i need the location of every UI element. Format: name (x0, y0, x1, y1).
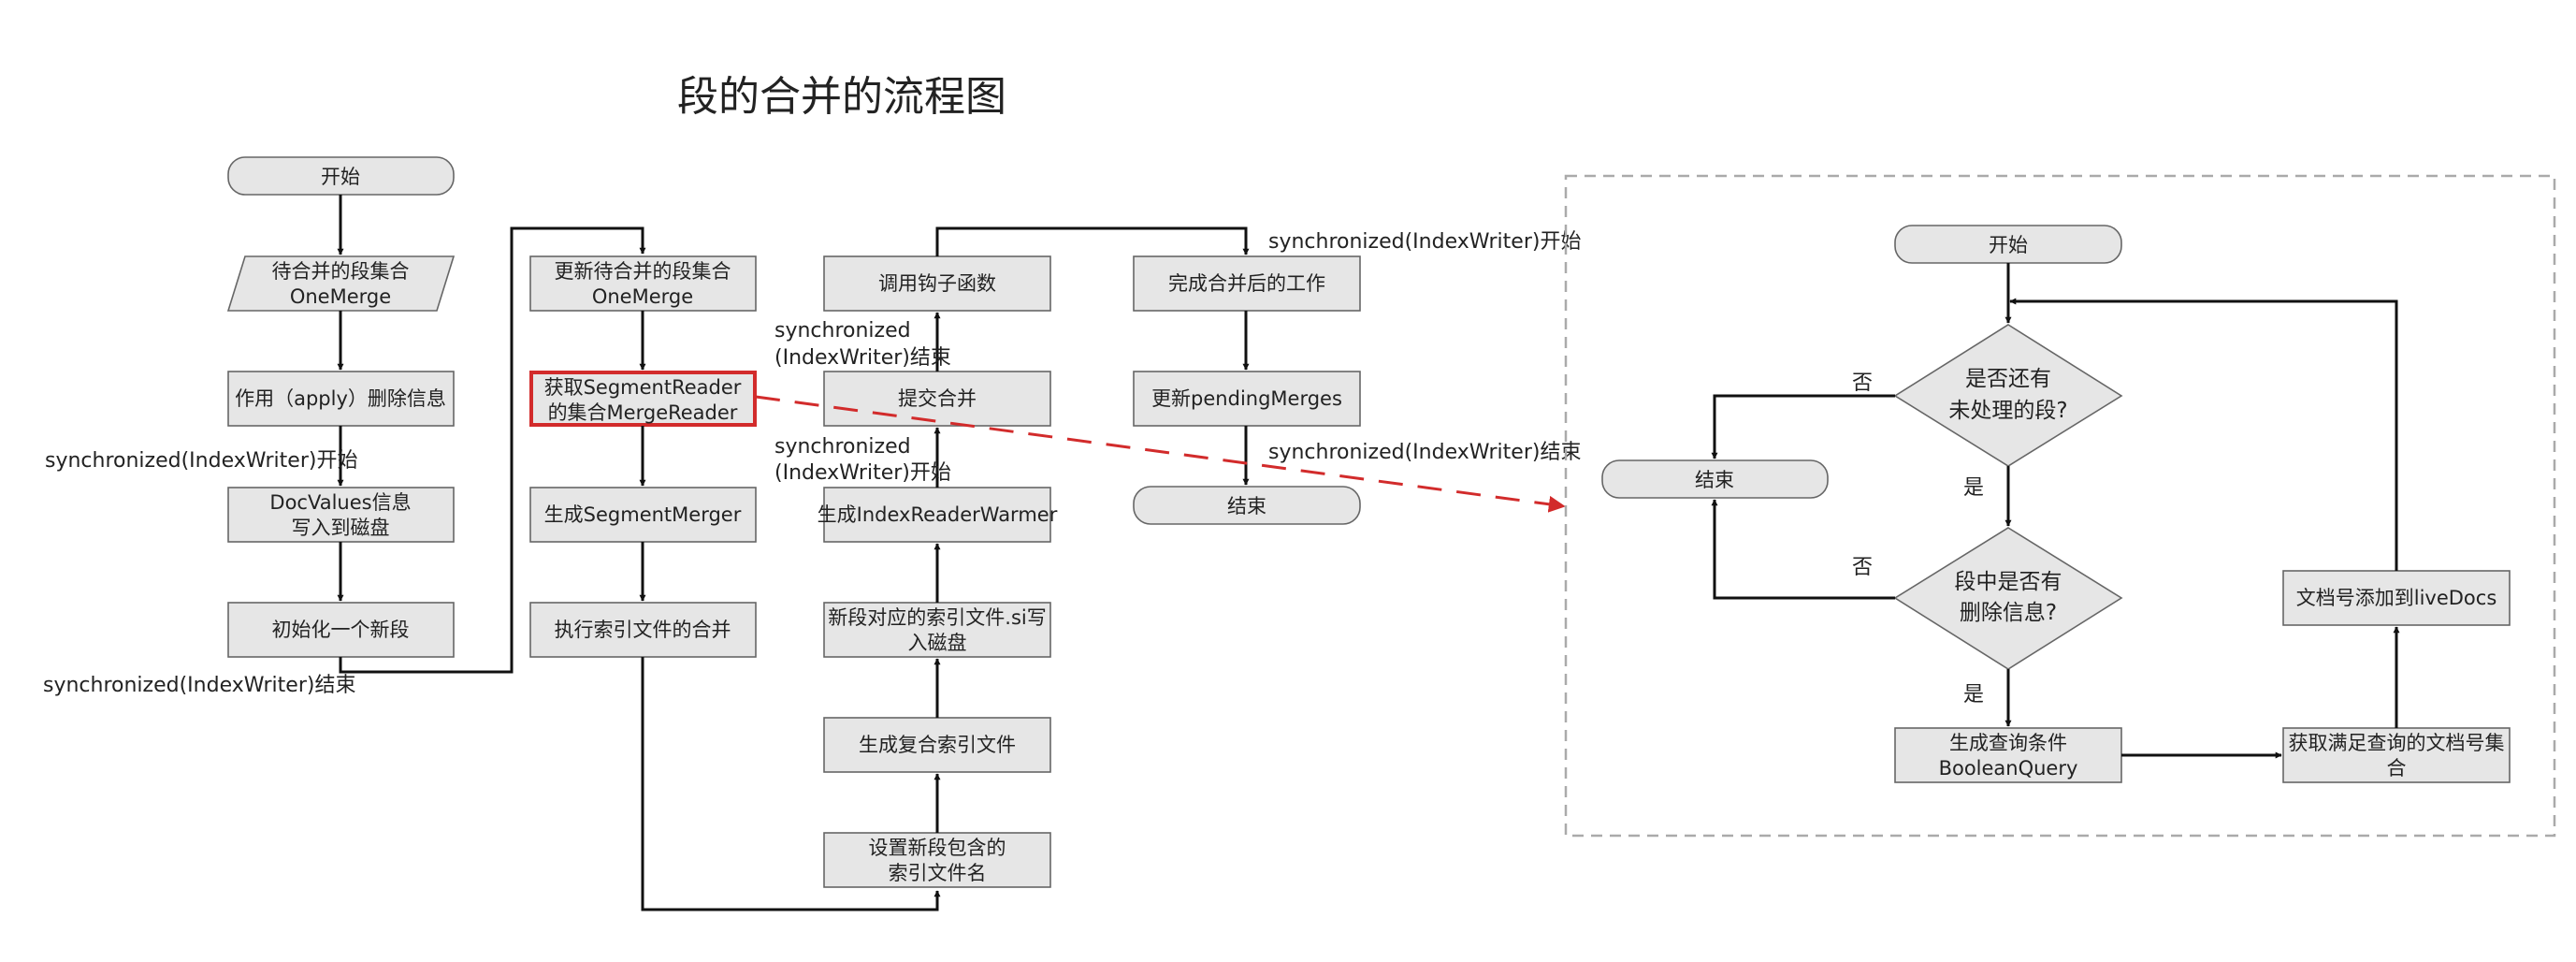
sub-edge-d2-no-to-end (1711, 499, 1895, 600)
update-set-node (529, 255, 757, 312)
get-reader-label-1: 获取SegmentReader (544, 376, 742, 399)
sub-edge-live-loop-back (2009, 298, 2398, 571)
docvalues-label-1: DocValues信息 (269, 491, 411, 514)
exec-merge-label: 执行索引文件的合并 (555, 619, 731, 641)
sub-end-node (1601, 459, 1829, 499)
sub-add-live-node (2282, 570, 2511, 626)
sub-no-2: 否 (1852, 556, 1873, 579)
sub-edge-d1-no-to-end (1711, 394, 1895, 459)
write-si-label-2: 入磁盘 (908, 632, 967, 654)
sub-gen-query-label-1: 生成查询条件 (1949, 732, 2067, 754)
edge-hook-to-finish (935, 226, 1250, 256)
sub-no-1: 否 (1852, 372, 1873, 395)
end-label: 结束 (1227, 495, 1266, 517)
sync-start-2a: synchronized (774, 435, 911, 459)
sub-yes-2: 是 (1963, 683, 1984, 707)
finish-work-label: 完成合并后的工作 (1168, 272, 1325, 295)
update-set-label-2: OneMerge (592, 285, 693, 308)
sync-end-1: synchronized(IndexWriter)结束 (43, 674, 355, 697)
sync-end-2b: (IndexWriter)结束 (774, 346, 951, 370)
commit-merge-node (823, 371, 1051, 427)
docvalues-label-2: 写入到磁盘 (292, 517, 390, 539)
finish-work-node (1133, 255, 1361, 312)
page-title: 段的合并的流程图 (677, 73, 1006, 121)
gen-compound-node (823, 717, 1051, 773)
callout-dashed-arrow (755, 395, 1566, 513)
init-segment-label: 初始化一个新段 (272, 619, 410, 641)
sync-end-3: synchronized(IndexWriter)结束 (1268, 441, 1581, 464)
get-reader-node (529, 371, 757, 427)
edge-exec-to-setfiles (641, 657, 941, 911)
end-node (1133, 486, 1361, 525)
sub-get-docs-node (2282, 727, 2511, 783)
call-hook-label: 调用钩子函数 (878, 272, 996, 295)
apply-deletes-node (227, 371, 455, 427)
start-label: 开始 (321, 166, 360, 188)
subflow-frame (1564, 174, 2556, 838)
update-pending-label: 更新pendingMerges (1151, 387, 1342, 410)
docvalues-node (227, 487, 455, 543)
sync-end-2a: synchronized (774, 319, 911, 343)
sub-decision-2-label-b: 删除信息? (1960, 601, 2057, 625)
sub-yes-1: 是 (1963, 476, 1984, 500)
gen-merger-label: 生成SegmentMerger (544, 503, 742, 526)
sub-decision-2 (1893, 527, 2123, 670)
get-reader-label-2: 的集合MergeReader (548, 401, 738, 424)
init-segment-node (227, 602, 455, 658)
sync-start-3: synchronized(IndexWriter)开始 (1268, 230, 1581, 254)
commit-merge-label: 提交合并 (898, 387, 977, 410)
update-pending-node (1133, 371, 1361, 427)
sync-start-2b: (IndexWriter)开始 (774, 461, 951, 485)
call-hook-node (823, 255, 1051, 312)
gen-compound-label: 生成复合索引文件 (859, 734, 1016, 756)
sub-gen-query-label-2: BooleanQuery (1939, 757, 2078, 780)
sub-decision-1-label-a: 是否还有 (1965, 367, 2051, 391)
apply-deletes-label: 作用（apply）删除信息 (235, 387, 446, 410)
edge-init-to-update (339, 226, 646, 674)
write-si-label-1: 新段对应的索引文件.si写 (828, 606, 1046, 629)
gen-warmer-label: 生成IndexReaderWarmer (818, 503, 1058, 526)
sub-decision-2-label-a: 段中是否有 (1955, 570, 2062, 594)
sub-get-docs-label-1: 获取满足查询的文档号集 (2289, 732, 2505, 754)
sub-start-label: 开始 (1989, 234, 2028, 256)
sub-decision-1 (1893, 324, 2123, 467)
sub-gen-query-node (1894, 727, 2122, 783)
set-files-label-1: 设置新段包含的 (869, 837, 1006, 859)
sync-start-1: synchronized(IndexWriter)开始 (45, 449, 357, 473)
set-files-node (823, 832, 1051, 888)
sub-get-docs-label-2: 合 (2387, 757, 2407, 780)
gen-warmer-node (823, 487, 1051, 543)
set-files-label-2: 索引文件名 (889, 862, 987, 884)
merge-set-node (226, 255, 456, 312)
write-si-node (823, 602, 1051, 658)
sub-add-live-label: 文档号添加到liveDocs (2296, 587, 2497, 609)
merge-set-label-1: 待合并的段集合 (272, 260, 410, 283)
sub-end-label: 结束 (1695, 469, 1734, 491)
sub-decision-1-label-b: 未处理的段? (1948, 399, 2067, 423)
merge-set-label-2: OneMerge (290, 285, 391, 308)
update-set-label-1: 更新待合并的段集合 (555, 260, 731, 283)
